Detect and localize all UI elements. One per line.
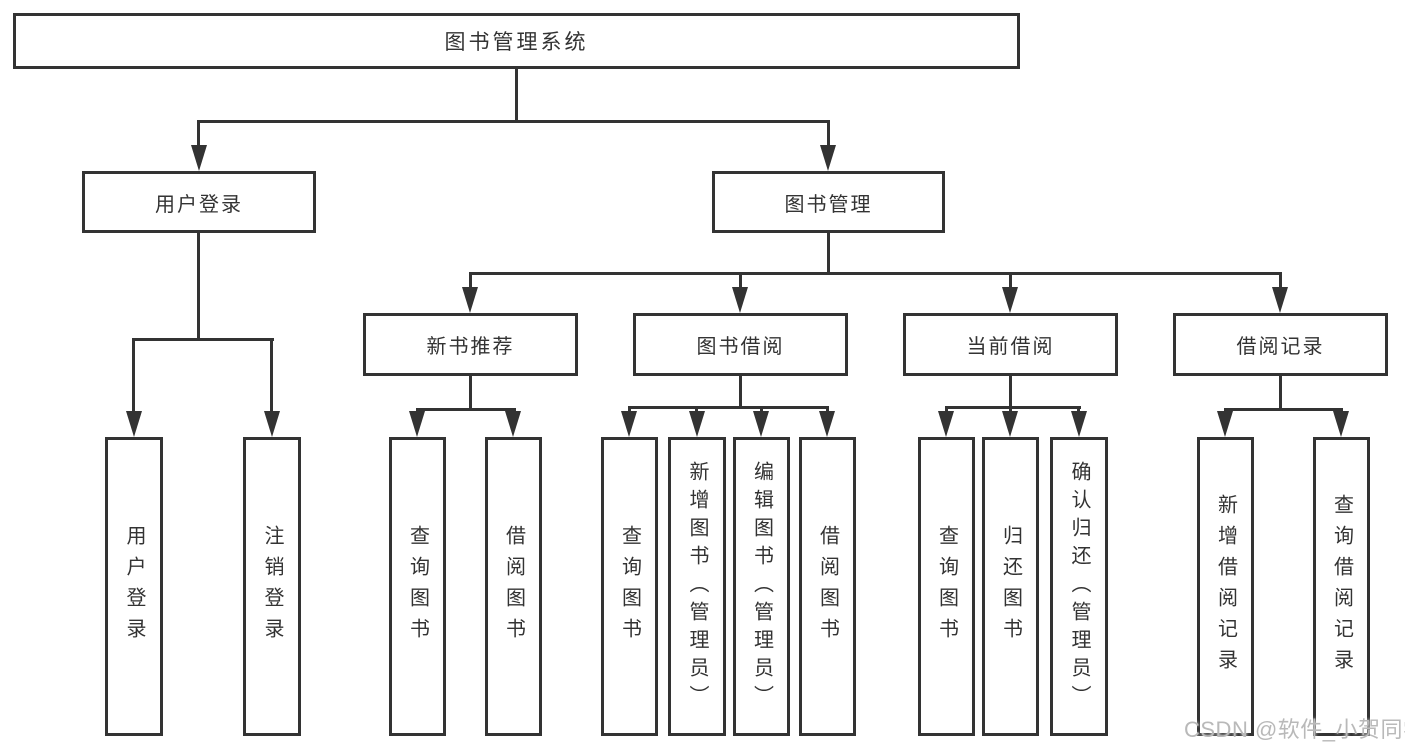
leaf-add-borrow-record: 新增借阅记录 xyxy=(1197,437,1254,736)
node-current-borrow: 当前借阅 xyxy=(903,313,1118,376)
edge-line xyxy=(132,338,274,341)
arrow-down-icon xyxy=(264,411,280,437)
leaf-return-books: 归还图书 xyxy=(982,437,1039,736)
arrow-down-icon xyxy=(820,145,836,171)
leaf-add-book-admin: 新增图书（管理员） xyxy=(668,437,726,736)
arrow-down-icon xyxy=(462,287,478,313)
edge-line xyxy=(469,376,472,408)
arrow-down-icon xyxy=(938,411,954,437)
edge-line xyxy=(515,69,518,120)
arrow-down-icon xyxy=(1333,411,1349,437)
edge-line xyxy=(1009,272,1012,288)
edge-line xyxy=(827,233,830,272)
edge-line xyxy=(270,338,273,411)
arrow-down-icon xyxy=(1002,411,1018,437)
edge-line xyxy=(416,408,516,411)
edge-line xyxy=(760,406,763,414)
arrow-down-icon xyxy=(689,411,705,437)
edge-line xyxy=(827,120,830,148)
leaf-query-books-recommend: 查询图书 xyxy=(389,437,446,736)
node-book-borrow: 图书借阅 xyxy=(633,313,848,376)
edge-line xyxy=(132,338,135,411)
arrow-down-icon xyxy=(1071,411,1087,437)
edge-line xyxy=(1279,376,1282,408)
leaf-user-login: 用户登录 xyxy=(105,437,163,736)
node-user-login: 用户登录 xyxy=(82,171,316,233)
leaf-borrow-books-recommend: 借阅图书 xyxy=(485,437,542,736)
edge-line xyxy=(945,406,948,414)
edge-line xyxy=(1224,408,1343,411)
leaf-borrow-books: 借阅图书 xyxy=(799,437,856,736)
edge-line xyxy=(197,233,200,338)
edge-line xyxy=(1279,272,1282,288)
node-book-management: 图书管理 xyxy=(712,171,945,233)
edge-line xyxy=(739,272,742,288)
edge-line xyxy=(1077,406,1080,414)
node-new-book-recommend: 新书推荐 xyxy=(363,313,578,376)
arrow-down-icon xyxy=(126,411,142,437)
edge-line xyxy=(469,272,472,288)
edge-line xyxy=(1009,406,1012,414)
edge-line xyxy=(197,120,200,148)
arrow-down-icon xyxy=(505,411,521,437)
leaf-query-borrow-record: 查询借阅记录 xyxy=(1313,437,1370,736)
csdn-watermark: CSDN @软件_小贺同学 xyxy=(1184,717,1405,742)
arrow-down-icon xyxy=(1272,287,1288,313)
edge-line xyxy=(826,406,829,414)
leaf-confirm-return-admin: 确认归还（管理员） xyxy=(1050,437,1108,736)
edge-line xyxy=(945,406,1081,409)
arrow-down-icon xyxy=(1217,411,1233,437)
arrow-down-icon xyxy=(1002,287,1018,313)
leaf-query-books-borrow: 查询图书 xyxy=(601,437,658,736)
leaf-query-books-current: 查询图书 xyxy=(918,437,975,736)
arrow-down-icon xyxy=(732,287,748,313)
arrow-down-icon xyxy=(621,411,637,437)
edge-line xyxy=(628,406,829,409)
edge-line xyxy=(469,272,1282,275)
edge-line xyxy=(695,406,698,414)
edge-line xyxy=(628,406,631,414)
leaf-edit-book-admin: 编辑图书（管理员） xyxy=(733,437,790,736)
node-root: 图书管理系统 xyxy=(13,13,1020,69)
edge-line xyxy=(739,376,742,406)
arrow-down-icon xyxy=(191,145,207,171)
edge-line xyxy=(197,120,830,123)
arrow-down-icon xyxy=(409,411,425,437)
arrow-down-icon xyxy=(819,411,835,437)
edge-line xyxy=(1009,376,1012,406)
arrow-down-icon xyxy=(753,411,769,437)
leaf-logout: 注销登录 xyxy=(243,437,301,736)
node-borrow-record: 借阅记录 xyxy=(1173,313,1388,376)
